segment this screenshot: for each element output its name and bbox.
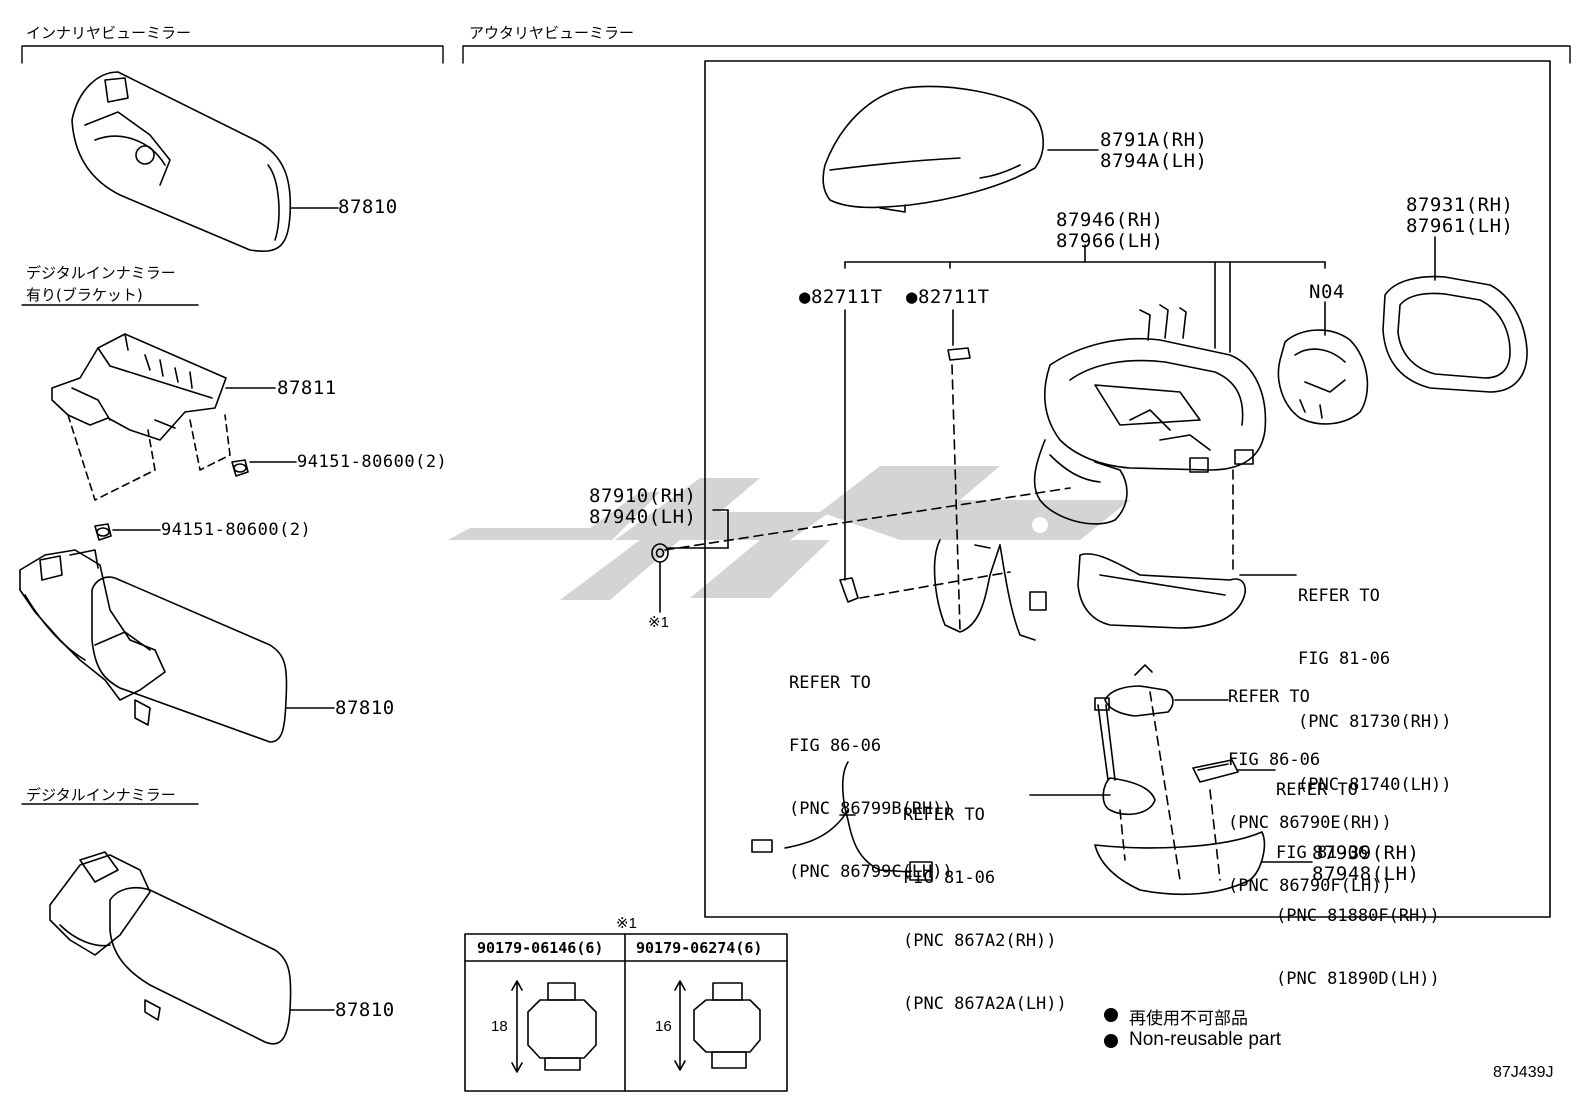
camera-harness-drawing <box>1094 697 1156 816</box>
part-label-87810-c: 87810 <box>335 999 395 1021</box>
ref-line: (PNC 81880F(RH)) <box>1276 906 1440 926</box>
reference-867A2: REFER TO FIG 81-06 (PNC 867A2(RH)) (PNC … <box>903 763 1067 1036</box>
nut-16-drawing <box>674 980 761 1071</box>
ref-line: FIG 81-06 <box>903 868 996 888</box>
bracket-hidden-lines <box>67 414 231 501</box>
ref-line: REFER TO <box>789 673 871 693</box>
leader-87946 <box>844 244 1326 353</box>
actuator-drawing <box>1277 329 1369 425</box>
reference-86790: REFER TO FIG 86-06 (PNC 86790E(RH)) (PNC… <box>1228 645 1392 918</box>
ref-line: (PNC 867A2(RH)) <box>903 931 1057 951</box>
nut-94151-b <box>94 523 112 541</box>
watermark-logo <box>448 466 1130 600</box>
reference-81730: REFER TO FIG 81-06 (PNC 81730(RH)) (PNC … <box>1298 544 1452 817</box>
lower-cover-drawing <box>1094 831 1266 896</box>
part-label-87910: 87910(RH) <box>589 485 697 507</box>
section-title-digital-bracket: デジタルインナミラー <box>26 264 176 282</box>
legend-text-en: Non-reusable part <box>1129 1029 1282 1050</box>
ref-line: REFER TO <box>1298 586 1380 606</box>
inner-mirror-drawing-2 <box>19 549 288 743</box>
turn-lamp-drawing <box>1077 553 1246 629</box>
part-label-87810-a: 87810 <box>338 196 398 218</box>
section-title-digital-mirror: デジタルインナミラー <box>26 786 176 804</box>
note-mark-1: ※1 <box>648 614 669 631</box>
part-label-94151-b: 94151-80600(2) <box>161 520 312 540</box>
section-title-outer-mirror: アウタリヤビューミラー <box>469 24 635 42</box>
ref-line: (PNC 81890D(LH)) <box>1276 969 1440 989</box>
part-label-82711-a: ●82711T <box>799 286 883 308</box>
part-label-87811: 87811 <box>277 377 337 399</box>
mirror-cover-drawing <box>822 85 1045 213</box>
mirror-glass-drawing <box>1382 275 1528 393</box>
part-label-N04: N04 <box>1309 281 1345 303</box>
ref-line: REFER TO <box>1228 687 1310 707</box>
table-header-90179-06146: 90179-06146(6) <box>477 939 604 957</box>
part-label-87961: 87961(LH) <box>1406 215 1514 237</box>
ref-line: FIG 81-06 <box>1298 649 1391 669</box>
reference-81880: REFER TO FIG 81-06 (PNC 81880F(RH)) (PNC… <box>1276 738 1440 1011</box>
diagram-code: 87J439J <box>1493 1064 1554 1081</box>
ref-line: (PNC 86799B(RH)) <box>789 799 953 819</box>
inner-mirror-drawing-1 <box>71 71 292 252</box>
legend-bullet-en <box>1104 1034 1118 1048</box>
legend-text-jp: 再使用不可部品 <box>1129 1009 1248 1029</box>
part-label-87939: 87939(RH) <box>1312 842 1420 864</box>
dimension-16: 16 <box>655 1018 672 1035</box>
dimension-18: 18 <box>491 1018 508 1035</box>
leader-87910 <box>659 509 729 613</box>
outer-mirror-frame <box>704 60 1551 918</box>
part-label-94151-a: 94151-80600(2) <box>297 452 448 472</box>
ref-line: (PNC 86790E(RH)) <box>1228 813 1392 833</box>
leader-82711 <box>844 309 954 581</box>
part-label-8791A: 8791A(RH) <box>1100 129 1208 151</box>
ref-line: REFER TO <box>1276 780 1358 800</box>
bracket-drawing <box>51 333 227 441</box>
puddle-lamp-drawing <box>1192 759 1239 783</box>
part-label-82711-b: ●82711T <box>906 286 990 308</box>
screw-82711-a <box>839 577 859 603</box>
part-label-8794A: 8794A(LH) <box>1100 150 1208 172</box>
side-camera-drawing <box>1104 664 1174 717</box>
table-note-mark: ※1 <box>616 915 637 932</box>
reference-86799: REFER TO FIG 86-06 (PNC 86799B(RH)) (PNC… <box>789 631 953 904</box>
section-subtitle-digital-bracket: 有り(ブラケット) <box>26 286 143 304</box>
part-label-87966: 87966(LH) <box>1056 230 1164 252</box>
ref-line: FIG 86-06 <box>1228 750 1321 770</box>
nut-94151-a <box>231 459 249 477</box>
ref-line: (PNC 81740(LH)) <box>1298 775 1452 795</box>
fastener-table <box>464 933 788 1092</box>
ref-line: (PNC 86790F(LH)) <box>1228 876 1392 896</box>
ref-line: FIG 86-06 <box>789 736 882 756</box>
ref-line: FIG 81-06 <box>1276 843 1369 863</box>
section-title-inner-mirror: インナリヤビューミラー <box>26 24 192 42</box>
ref-line: (PNC 81730(RH)) <box>1298 712 1452 732</box>
screw-82711-b <box>947 347 971 361</box>
section-brackets <box>21 45 1571 805</box>
part-label-87931: 87931(RH) <box>1406 194 1514 216</box>
part-label-87946: 87946(RH) <box>1056 209 1164 231</box>
nut-18-drawing <box>511 980 597 1073</box>
wire-harness-drawing <box>933 539 1047 641</box>
part-label-87940: 87940(LH) <box>589 506 697 528</box>
inner-mirror-drawing-3 <box>49 851 292 1045</box>
ref-line: REFER TO <box>903 805 985 825</box>
legend-bullet-jp <box>1104 1008 1118 1022</box>
camera-cable-drawing <box>751 761 933 881</box>
ref-line: (PNC 867A2A(LH)) <box>903 994 1067 1014</box>
mirror-housing-drawing <box>1033 304 1267 525</box>
ref-line: (PNC 86799C(LH)) <box>789 862 953 882</box>
part-label-87948: 87948(LH) <box>1312 863 1420 885</box>
part-label-87810-b: 87810 <box>335 697 395 719</box>
table-header-90179-06274: 90179-06274(6) <box>636 939 763 957</box>
